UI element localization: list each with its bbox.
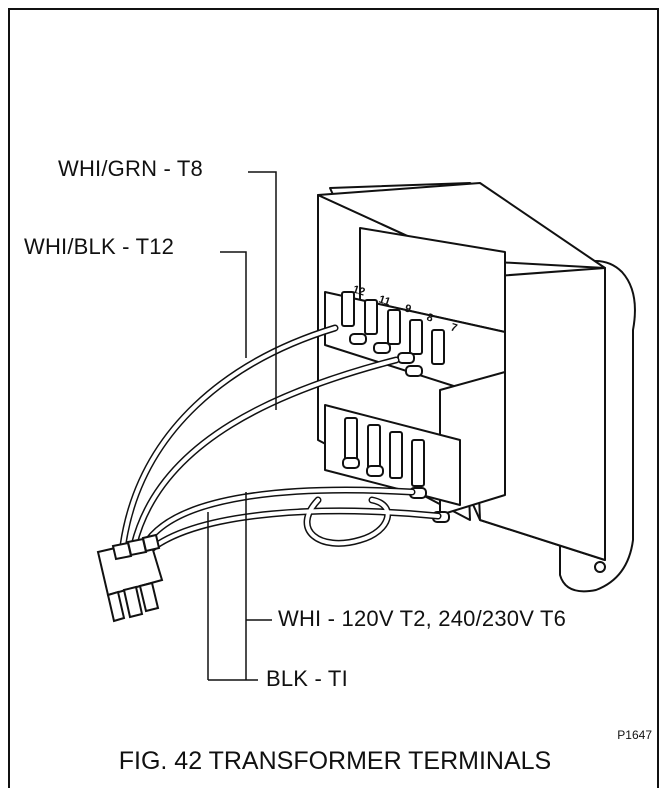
terminal-number: 12	[351, 283, 366, 298]
mounting-hole-bottom	[594, 561, 606, 573]
connector-plug	[96, 533, 164, 623]
figure-code: P1647	[617, 728, 652, 742]
figure-caption-text: FIG. 42 TRANSFORMER TERMINALS	[98, 747, 572, 775]
figure-border	[8, 8, 659, 788]
callout-whi-120v: WHI - 120V T2, 240/230V T6	[278, 606, 567, 631]
terminal-number: 8	[425, 311, 435, 324]
figure-caption: FIG. 42 TRANSFORMER TERMINALS	[0, 747, 670, 775]
callout-blk-ti: BLK - TI	[266, 666, 348, 691]
callout-whi-blk-t12: WHI/BLK - T12	[24, 234, 175, 259]
terminal-number: 11	[377, 293, 392, 308]
callout-whi-grn-t8: WHI/GRN - T8	[58, 156, 203, 181]
terminal-number: 7	[449, 321, 459, 334]
terminal-number: 9	[403, 302, 413, 315]
